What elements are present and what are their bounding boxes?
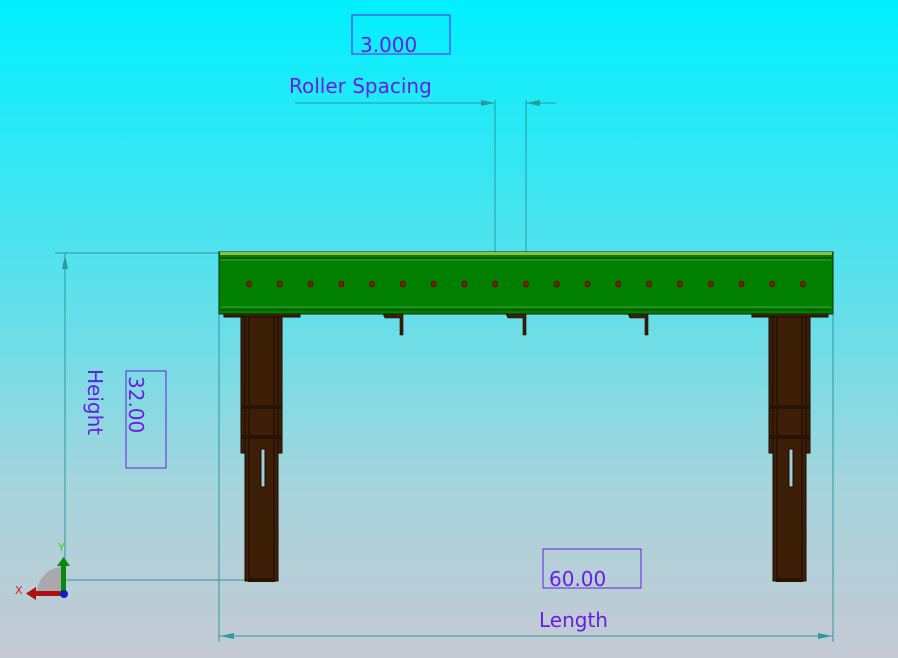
roller-hole <box>523 280 529 288</box>
roller-spacing-value[interactable]: 3.000 <box>360 33 417 57</box>
roller-hole <box>769 280 776 288</box>
roller-spacing-value-box[interactable] <box>351 14 451 55</box>
length-value-box[interactable] <box>542 548 642 589</box>
roller-hole <box>276 280 283 288</box>
x-axis-label: X <box>15 584 23 597</box>
height-dimension[interactable]: 32.00 Height <box>55 252 245 581</box>
x-axis-arrow-icon <box>34 591 63 596</box>
coordinate-triad: Y X <box>15 541 70 600</box>
length-label: Length <box>539 608 608 632</box>
roller-hole <box>400 280 406 288</box>
length-dimension[interactable]: 60.00 Length <box>218 315 834 642</box>
roller-spacing-dimension[interactable]: 3.000 Roller Spacing <box>289 14 556 252</box>
y-axis-label: Y <box>57 541 65 554</box>
roller-hole <box>246 280 252 288</box>
roller-hole <box>584 280 591 288</box>
right-leg[interactable] <box>768 314 811 582</box>
roller-holes <box>246 280 806 288</box>
roller-spacing-label: Roller Spacing <box>289 74 432 98</box>
roller-hole <box>553 280 560 288</box>
roller-hole <box>461 280 468 288</box>
y-axis-arrow-icon <box>61 564 66 593</box>
cross-brackets <box>223 312 829 336</box>
roller-hole <box>307 280 314 288</box>
height-value[interactable]: 32.00 <box>124 376 148 433</box>
conveyor-frame[interactable] <box>218 251 834 315</box>
roller-hole <box>430 280 437 288</box>
length-value[interactable]: 60.00 <box>549 567 606 591</box>
roller-hole <box>615 280 622 288</box>
roller-hole <box>492 280 499 288</box>
height-value-box[interactable] <box>125 370 167 469</box>
roller-hole <box>677 280 683 288</box>
roller-hole <box>738 280 745 288</box>
roller-hole <box>369 280 375 288</box>
left-leg[interactable] <box>240 314 283 582</box>
roller-hole <box>800 280 806 288</box>
roller-hole <box>707 280 714 288</box>
z-axis-icon <box>60 590 68 598</box>
roller-hole <box>646 280 652 288</box>
roller-hole <box>338 280 345 288</box>
height-label: Height <box>83 369 107 435</box>
